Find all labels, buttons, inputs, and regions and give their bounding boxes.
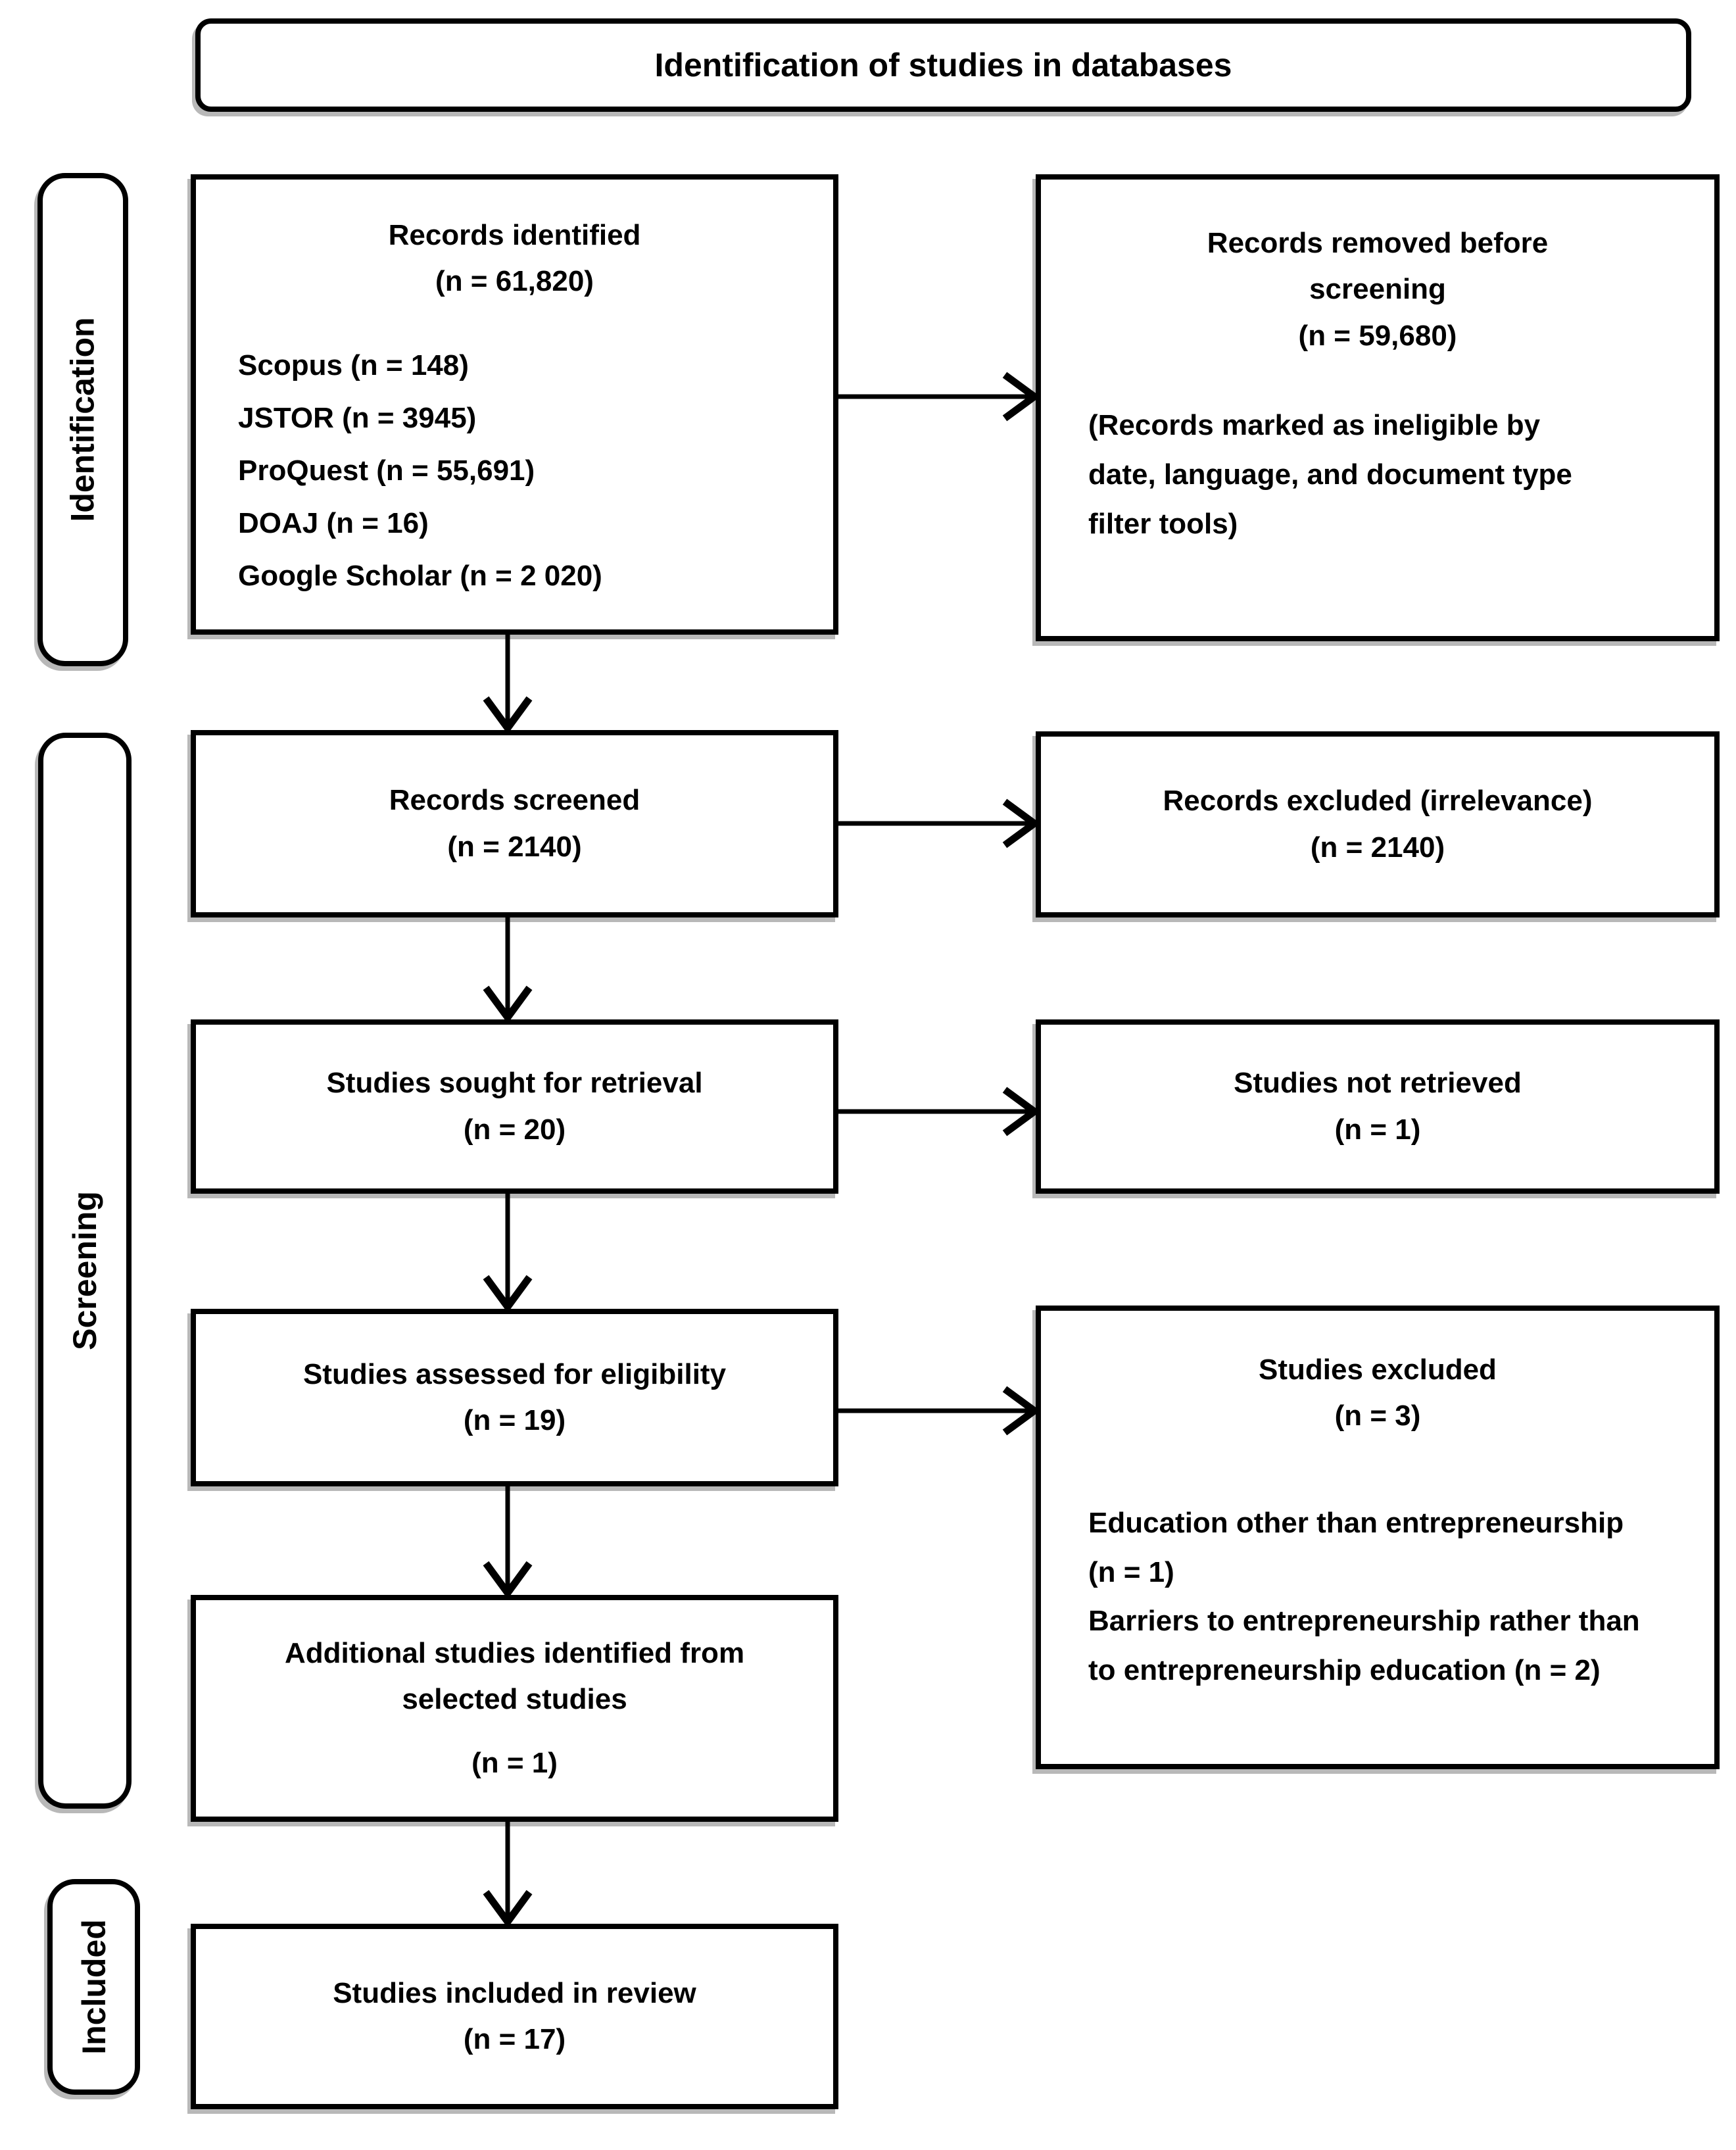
arrow-sought-to-not-retrieved	[838, 1087, 1041, 1136]
stage-label-included-text: Included	[75, 1919, 112, 2055]
box-heading: Additional studies identified from selec…	[284, 1636, 745, 1716]
stage-label-included: Included	[47, 1879, 140, 2095]
box-heading: Studies not retrieved	[1234, 1067, 1522, 1100]
box-count: (n = 20)	[463, 1113, 566, 1146]
box-records-identified: Records identified (n = 61,820) Scopus (…	[191, 174, 838, 635]
source-list: Scopus (n = 148) JSTOR (n = 3945) ProQue…	[238, 339, 602, 602]
box-heading: Studies included in review	[333, 1976, 696, 2009]
arrow-sought-to-assessed	[483, 1194, 533, 1313]
source-item: Google Scholar (n = 2 020)	[238, 560, 602, 593]
stage-label-screening: Screening	[38, 733, 132, 1809]
box-count: (n = 17)	[463, 2023, 566, 2055]
source-item: DOAJ (n = 16)	[238, 507, 429, 540]
box-heading: Records removed before screening	[1207, 227, 1549, 306]
source-item: ProQuest (n = 55,691)	[238, 454, 535, 487]
box-records-excluded: Records excluded (irrelevance) (n = 2140…	[1036, 731, 1720, 917]
title-text: Identification of studies in databases	[654, 47, 1232, 84]
box-heading: Records screened	[389, 784, 640, 817]
box-count: (n = 3)	[1334, 1400, 1421, 1432]
box-studies-excluded: Studies excluded (n = 3) Education other…	[1036, 1306, 1720, 1769]
exclusion-reason: Education other than entrepreneurship (n…	[1088, 1506, 1624, 1588]
box-heading: Studies sought for retrieval	[326, 1067, 703, 1100]
stage-label-screening-text: Screening	[66, 1191, 103, 1350]
box-count: (n = 2140)	[447, 830, 582, 863]
box-count: (n = 19)	[463, 1404, 566, 1436]
arrow-identified-to-removed	[838, 372, 1041, 422]
arrow-screened-to-excluded	[838, 798, 1041, 848]
stage-label-identification: Identification	[37, 173, 128, 666]
box-studies-included: Studies included in review (n = 17)	[191, 1924, 838, 2109]
exclusion-reason-list: Education other than entrepreneurship (n…	[1088, 1499, 1647, 1696]
box-records-screened: Records screened (n = 2140)	[191, 730, 838, 917]
box-note: (Records marked as ineligible by date, l…	[1088, 409, 1572, 540]
stage-label-identification-text: Identification	[64, 317, 102, 522]
source-item: JSTOR (n = 3945)	[238, 401, 477, 434]
box-heading: Studies assessed for eligibility	[302, 1357, 727, 1390]
box-heading: Records identified	[388, 219, 641, 251]
box-count: (n = 2140)	[1310, 831, 1445, 864]
arrow-screened-to-sought	[483, 917, 533, 1024]
box-records-removed: Records removed before screening (n = 59…	[1036, 174, 1720, 641]
box-count: (n = 1)	[1334, 1113, 1421, 1146]
source-item: Scopus (n = 148)	[238, 349, 469, 381]
box-heading: Studies excluded	[1259, 1354, 1497, 1386]
box-heading: Records excluded (irrelevance)	[1163, 785, 1593, 818]
arrow-assessed-to-excluded	[838, 1386, 1041, 1436]
box-studies-not-retrieved: Studies not retrieved (n = 1)	[1036, 1019, 1720, 1194]
box-count: (n = 61,820)	[435, 265, 594, 298]
box-studies-assessed: Studies assessed for eligibility (n = 19…	[191, 1309, 838, 1486]
arrow-assessed-to-additional	[483, 1486, 533, 1600]
arrow-identified-to-screened	[483, 635, 533, 735]
arrow-additional-to-included	[483, 1822, 533, 1928]
box-studies-sought: Studies sought for retrieval (n = 20)	[191, 1019, 838, 1194]
box-additional-studies: Additional studies identified from selec…	[191, 1595, 838, 1822]
exclusion-reason: Barriers to entrepreneurship rather than…	[1088, 1605, 1640, 1687]
box-count: (n = 59,680)	[1298, 319, 1457, 352]
box-count: (n = 1)	[471, 1746, 558, 1779]
title-banner: Identification of studies in databases	[195, 18, 1691, 112]
